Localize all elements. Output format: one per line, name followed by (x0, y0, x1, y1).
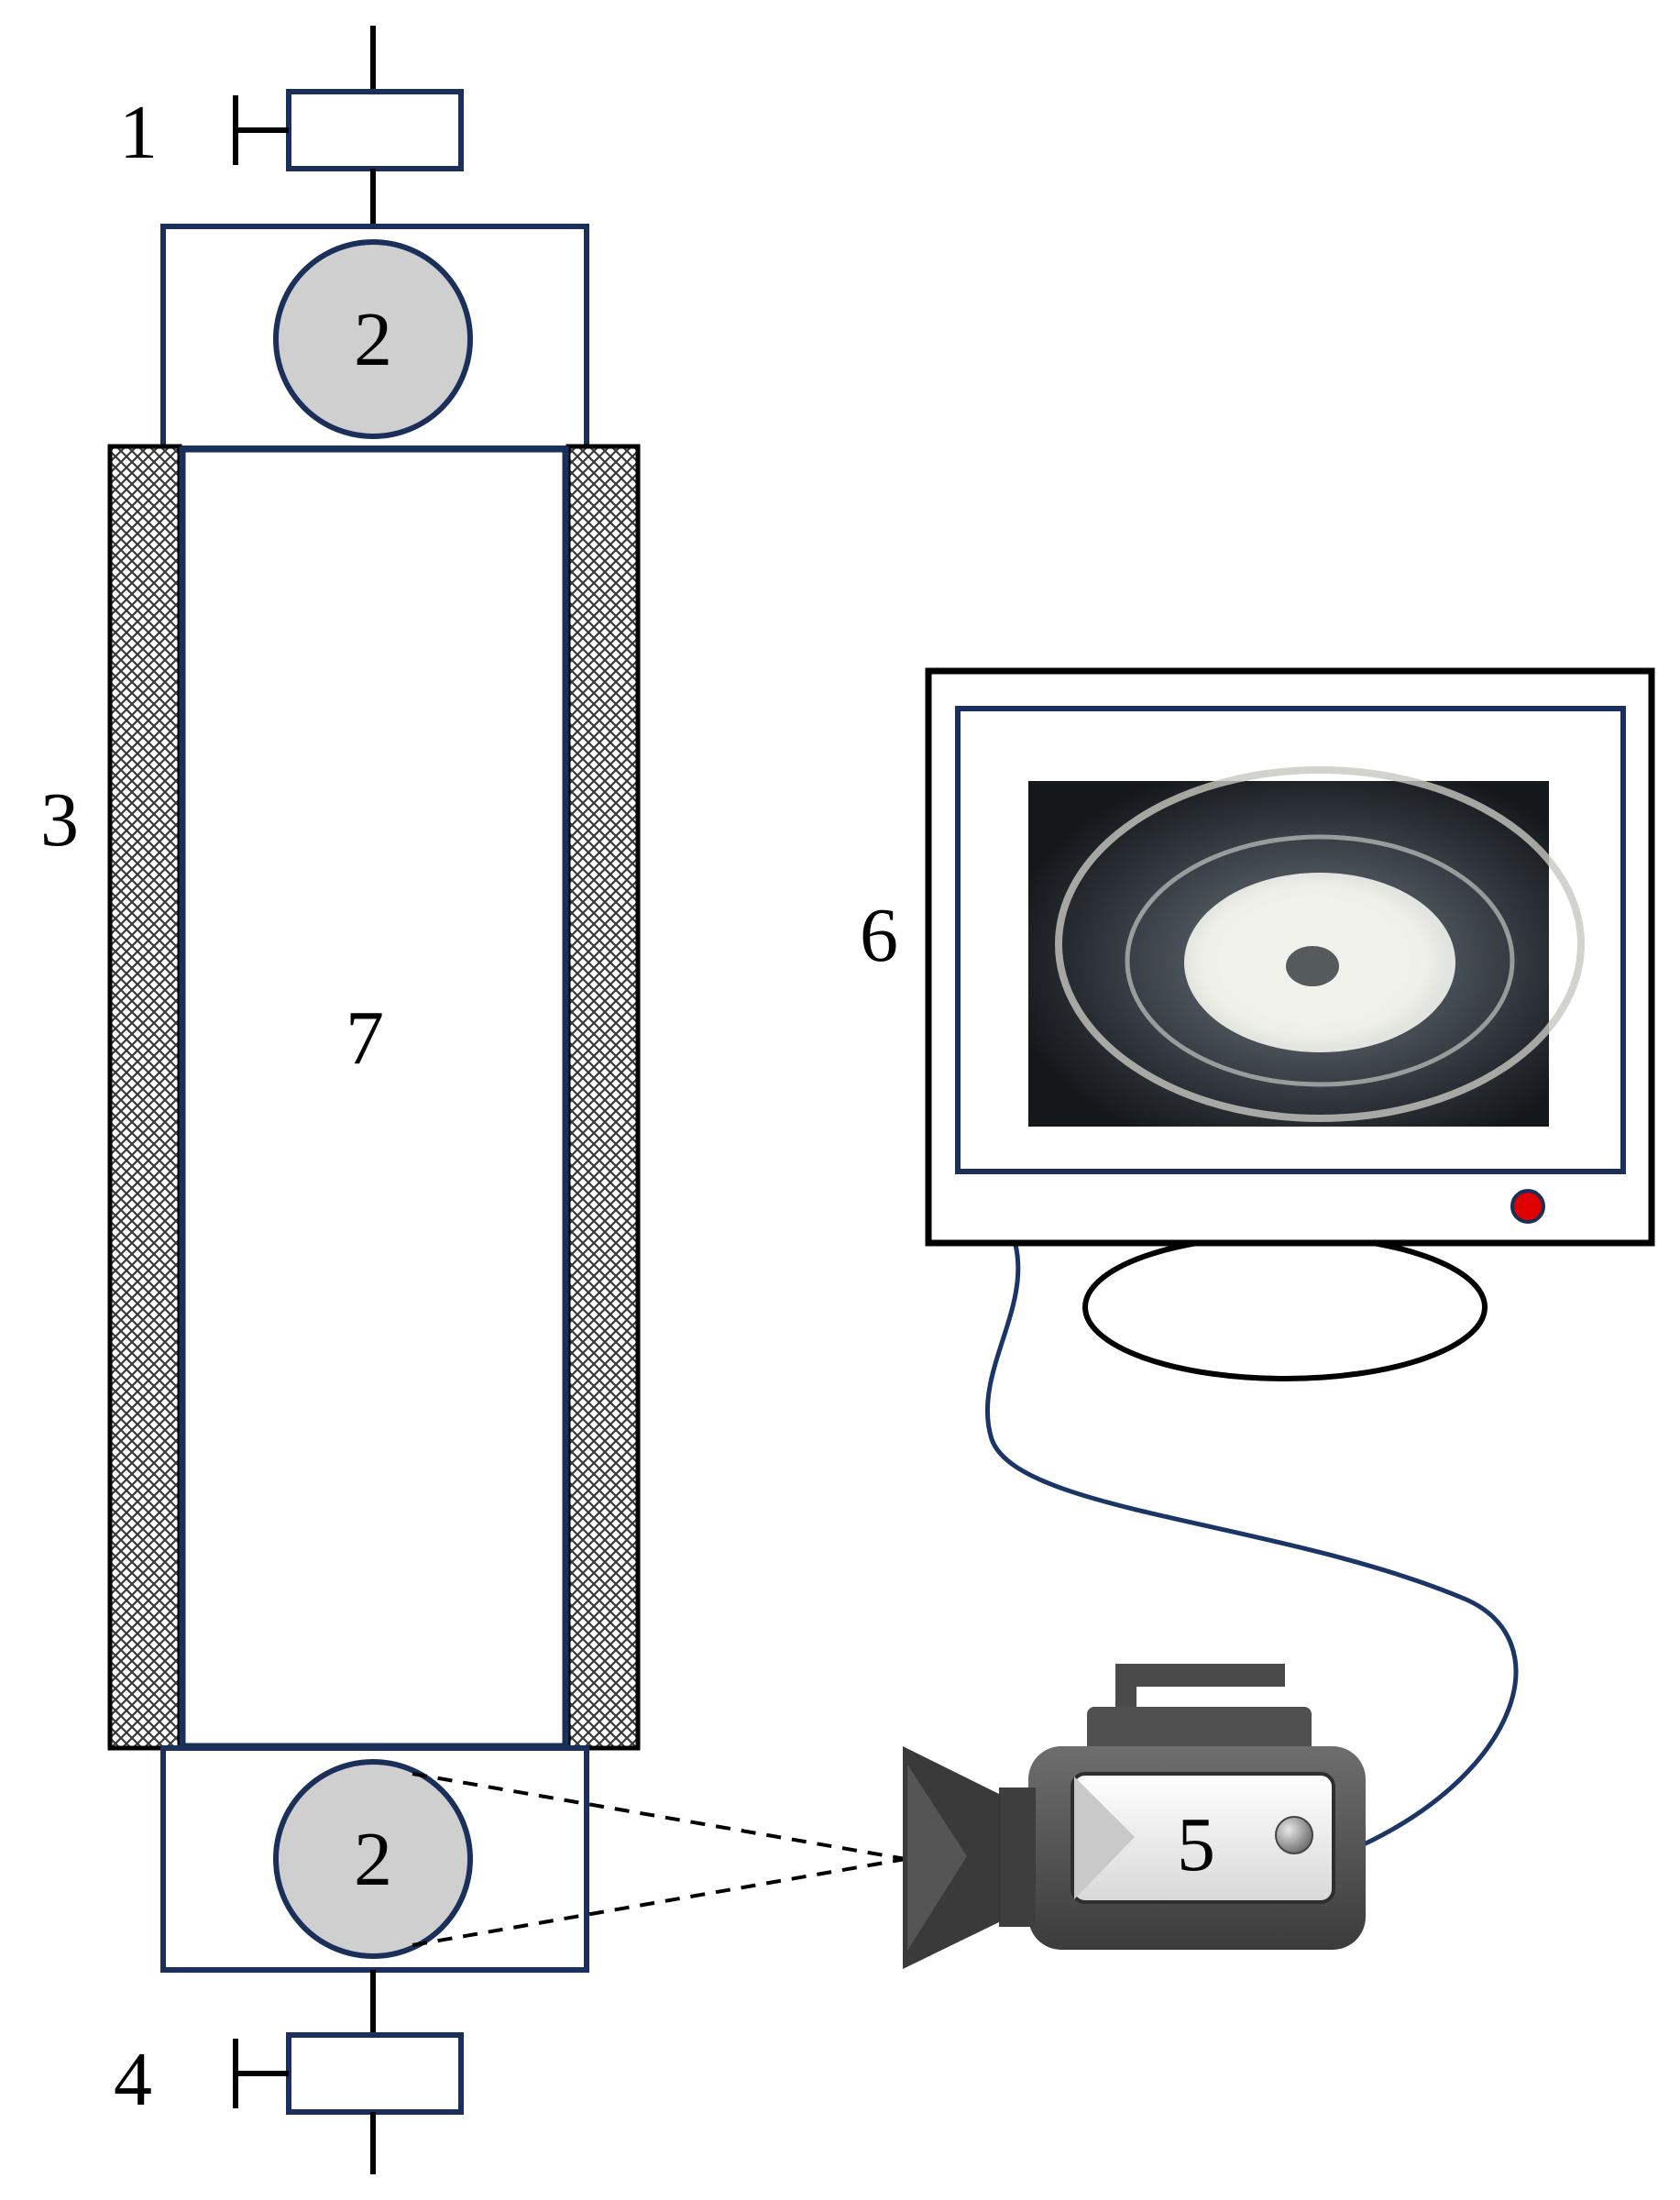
heater-right (565, 444, 641, 1751)
camera-top-block (1087, 1707, 1312, 1753)
heater-left (107, 444, 182, 1751)
bottom-valve-body (286, 2032, 464, 2115)
camera-panel-bevel (1074, 1776, 1135, 1899)
video-camera: 5 (903, 1664, 1366, 1969)
top-valve: 1 (119, 26, 464, 226)
monitor: 6 (860, 667, 1655, 1381)
top-window-housing: 2 (160, 224, 589, 451)
chamber: 7 (179, 446, 569, 1750)
camera-monitor-cable (984, 1244, 1519, 1847)
camera-lens-neck (999, 1788, 1036, 1927)
camera-knob (1275, 1816, 1313, 1854)
camera-top-handle (1115, 1664, 1285, 1714)
label-window-bottom: 2 (354, 1817, 392, 1902)
bottom-valve: 4 (114, 1970, 464, 2174)
image-droplet (1286, 946, 1339, 986)
image-inner-ring (1125, 834, 1515, 1087)
label-window-top: 2 (354, 297, 392, 382)
label-camera: 5 (1177, 1802, 1215, 1887)
top-valve-body (286, 89, 464, 171)
label-valve-bottom: 4 (114, 2037, 152, 2122)
camera-panel (1071, 1772, 1335, 1904)
bottom-window-housing: 2 (160, 1745, 589, 1973)
view-line-upper (412, 1772, 906, 1861)
monitor-stand (1082, 1233, 1488, 1381)
image-outer-ring (1055, 766, 1585, 1122)
chamber-body (179, 446, 569, 1750)
monitor-image (1028, 766, 1585, 1127)
label-valve-top: 1 (119, 90, 158, 175)
bottom-window (273, 1759, 473, 1959)
camera-lens-hood-inner (907, 1765, 967, 1951)
label-heater: 3 (40, 777, 79, 863)
camera-view-lines (412, 1772, 906, 1947)
heater-jacket: 3 (40, 444, 641, 1751)
view-line-lower (412, 1857, 906, 1947)
label-chamber: 7 (346, 996, 384, 1081)
power-indicator (1510, 1189, 1545, 1224)
label-monitor: 6 (860, 893, 898, 978)
top-window (273, 239, 473, 439)
